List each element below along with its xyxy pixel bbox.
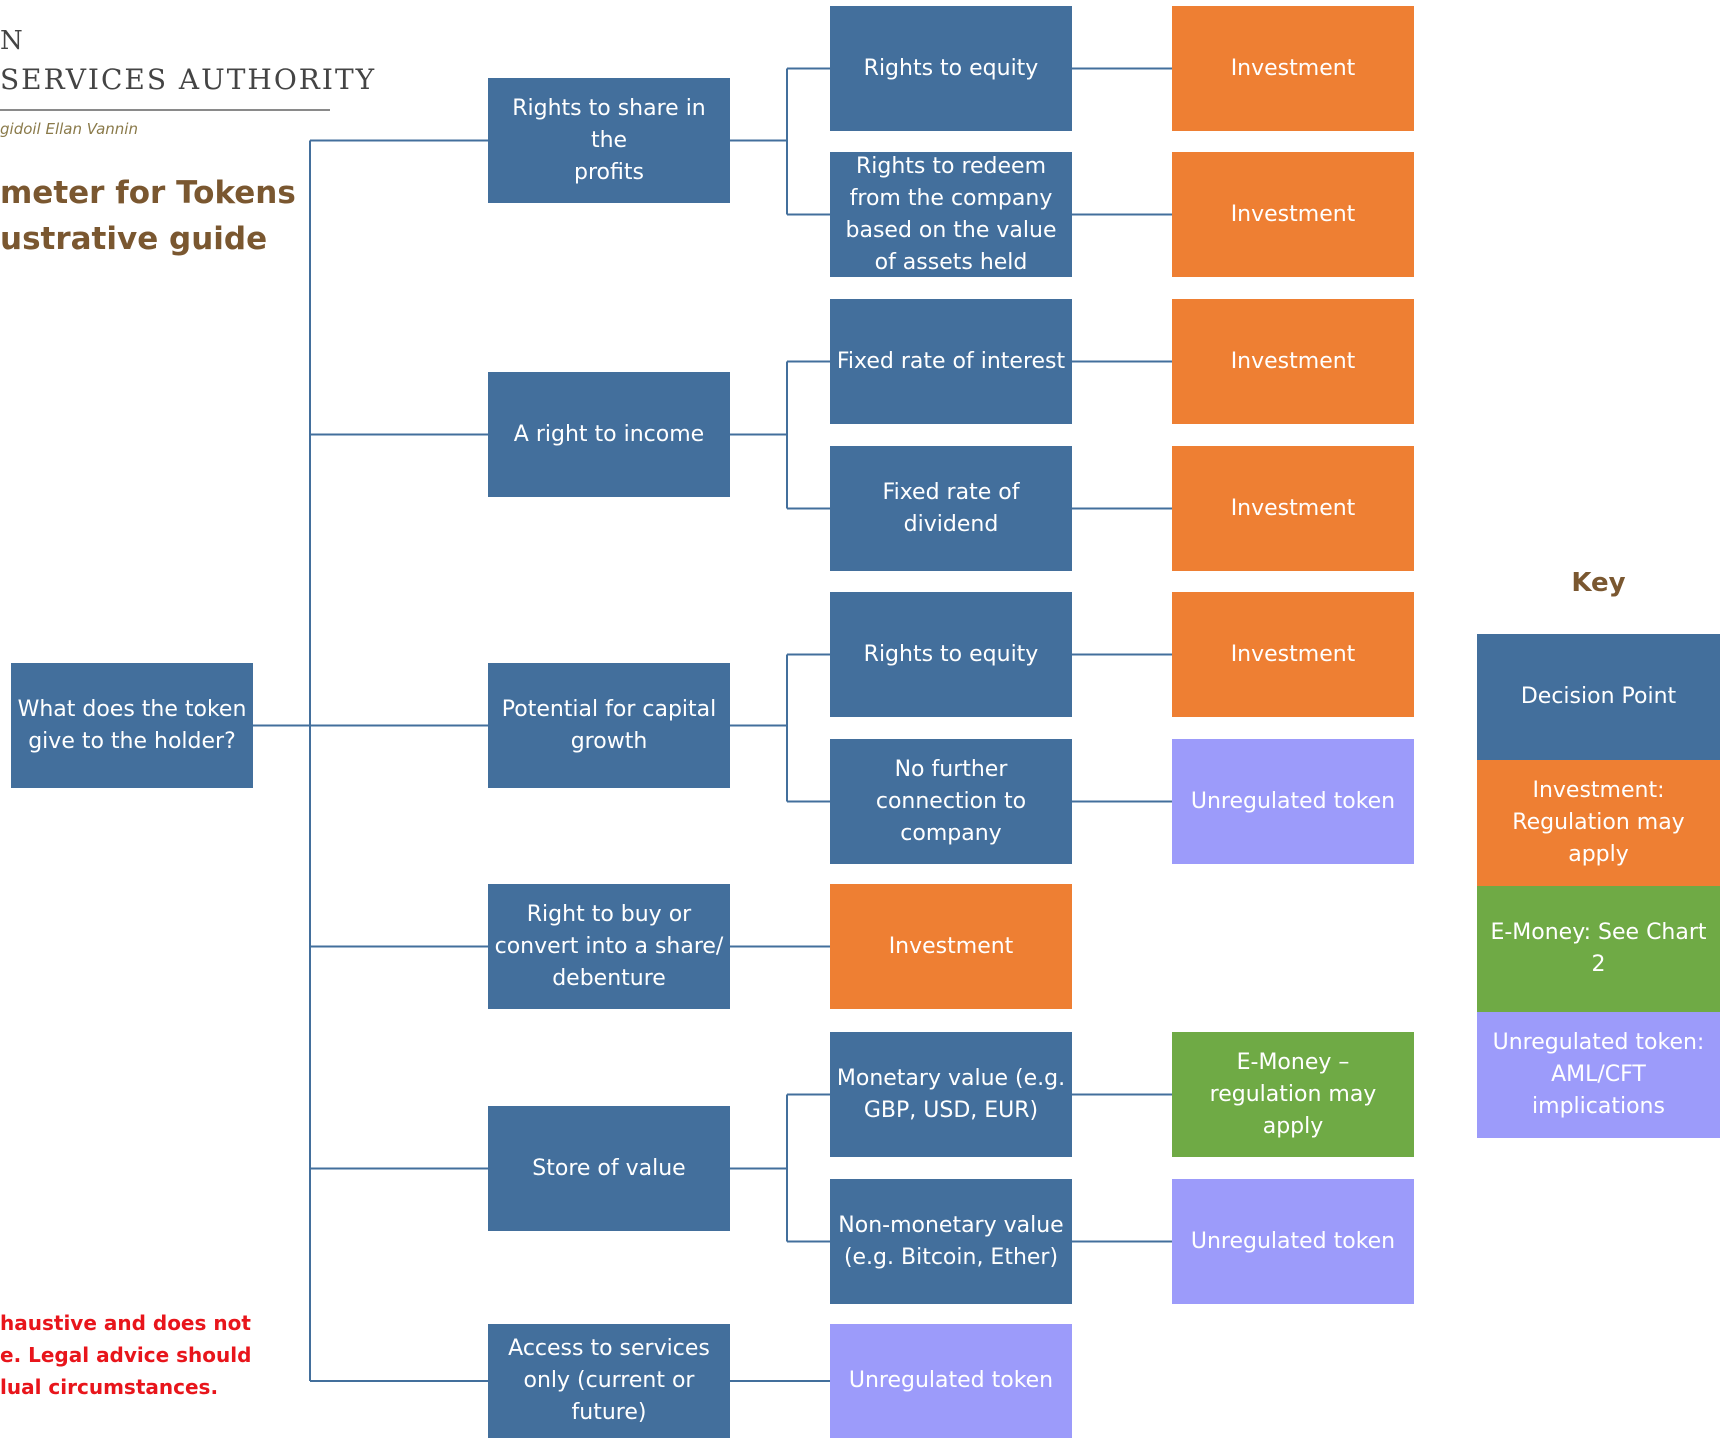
outcome-investment-buy-convert: Investment	[830, 884, 1072, 1009]
node-non-monetary-value: Non-monetary value (e.g. Bitcoin, Ether)	[830, 1179, 1072, 1304]
branch-buy-or-convert-node: Right to buy or convert into a share/ de…	[488, 884, 730, 1009]
branch-share-profits-node: Rights to share in the profits	[488, 78, 730, 203]
key-emoney: E-Money: See Chart 2	[1477, 886, 1720, 1012]
outcome-investment-equity-1: Investment	[1172, 6, 1414, 131]
outcome-investment-redeem: Investment	[1172, 152, 1414, 277]
outcome-unregulated-no-connection: Unregulated token	[1172, 739, 1414, 864]
key-investment: Investment: Regulation may apply	[1477, 760, 1720, 886]
node-rights-to-redeem: Rights to redeem from the company based …	[830, 152, 1072, 277]
branch-capital-growth-node: Potential for capital growth	[488, 663, 730, 788]
node-rights-to-equity-1: Rights to equity	[830, 6, 1072, 131]
disclaimer-text: haustive and does not e. Legal advice sh…	[0, 1311, 252, 1399]
node-no-further-connection: No further connection to company	[830, 739, 1072, 864]
logo-line-1: N	[0, 26, 24, 56]
outcome-investment-interest: Investment	[1172, 299, 1414, 424]
key-unregulated-token: Unregulated token: AML/CFT implications	[1477, 1012, 1720, 1138]
node-rights-to-equity-2: Rights to equity	[830, 592, 1072, 717]
outcome-unregulated-non-monetary: Unregulated token	[1172, 1179, 1414, 1304]
logo-line-3: gidoil Ellan Vannin	[0, 120, 138, 138]
page-title: meter for Tokens ustrative guide	[0, 175, 296, 257]
branch-right-to-income-node: A right to income	[488, 372, 730, 497]
node-fixed-rate-interest: Fixed rate of interest	[830, 299, 1072, 424]
key-title: Key	[1571, 568, 1626, 598]
key-decision-point: Decision Point	[1477, 634, 1720, 760]
outcome-investment-equity-2: Investment	[1172, 592, 1414, 717]
node-monetary-value: Monetary value (e.g. GBP, USD, EUR)	[830, 1032, 1072, 1157]
node-fixed-rate-dividend: Fixed rate of dividend	[830, 446, 1072, 571]
root-question-node: What does the token give to the holder?	[11, 663, 253, 788]
outcome-investment-dividend: Investment	[1172, 446, 1414, 571]
branch-store-of-value-node: Store of value	[488, 1106, 730, 1231]
logo-line-2: SERVICES AUTHORITY	[0, 63, 377, 96]
logo-rule	[0, 109, 330, 111]
branch-access-to-services-node: Access to services only (current or futu…	[488, 1324, 730, 1438]
outcome-emoney: E-Money – regulation may apply	[1172, 1032, 1414, 1157]
outcome-unregulated-access: Unregulated token	[830, 1324, 1072, 1438]
